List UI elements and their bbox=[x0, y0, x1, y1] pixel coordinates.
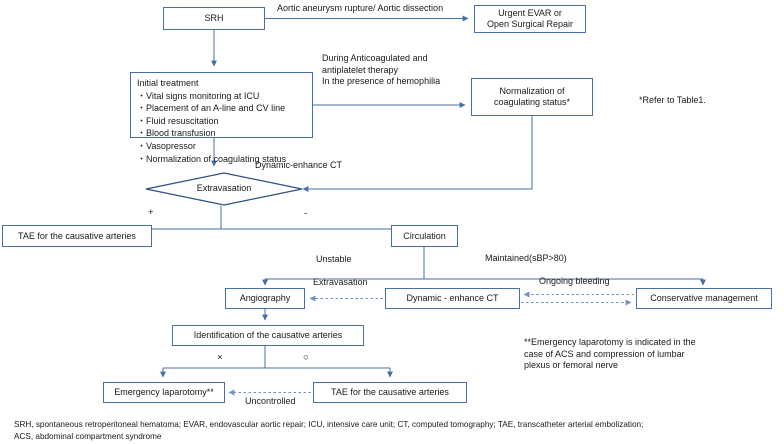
edge-label-aortic: Aortic aneurysm rupture/ Aortic dissecti… bbox=[277, 3, 444, 13]
node-urgent-evar[interactable]: Urgent EVAR or Open Surgical Repair bbox=[474, 5, 586, 33]
node-urgent-evar-label: Urgent EVAR or Open Surgical Repair bbox=[486, 8, 574, 29]
edge-label-unstable: Unstable bbox=[316, 254, 352, 264]
node-identification-label: Identification of the causative arteries bbox=[193, 330, 343, 340]
edge-label-cross: × bbox=[217, 352, 223, 363]
node-srh[interactable]: SRH bbox=[163, 7, 265, 30]
note-refer-table: *Refer to Table1. bbox=[639, 95, 706, 105]
edge-label-maintained: Maintained(sBP>80) bbox=[485, 253, 567, 263]
node-emergency-laparotomy-label: Emergency laparotomy** bbox=[114, 387, 214, 397]
note-emergency-laparotomy: **Emergency laparotomy is indicated in t… bbox=[524, 337, 696, 370]
node-tae-top[interactable]: TAE for the causative arteries bbox=[2, 225, 152, 247]
node-emergency-laparotomy[interactable]: Emergency laparotomy** bbox=[103, 382, 225, 403]
node-circulation[interactable]: Circulation bbox=[391, 225, 458, 247]
diamond-shape bbox=[145, 172, 303, 206]
node-identification[interactable]: Identification of the causative arteries bbox=[172, 325, 364, 346]
edge-label-dynamic-enhance-ct-top: Dynamic-enhance CT bbox=[255, 160, 343, 170]
node-normalization[interactable]: Normalization of coagulating status* bbox=[471, 78, 593, 116]
note-abbreviations: SRH, spontaneous retroperitoneal hematom… bbox=[14, 420, 644, 441]
node-extravasation-decision-label: Extravasation bbox=[196, 183, 252, 193]
edge-label-ongoing-bleeding: Ongoing bleeding bbox=[539, 276, 610, 286]
node-conservative-management[interactable]: Conservative management bbox=[636, 288, 772, 309]
node-angiography-label: Angiography bbox=[239, 293, 291, 303]
node-dynamic-enhance-ct[interactable]: Dynamic - enhance CT bbox=[385, 288, 520, 309]
node-normalization-label: Normalization of coagulating status* bbox=[493, 86, 571, 107]
node-dynamic-enhance-ct-label: Dynamic - enhance CT bbox=[406, 293, 499, 303]
edge-label-uncontrolled: Uncontrolled bbox=[245, 396, 296, 406]
edge-label-circle: ○ bbox=[303, 352, 309, 363]
node-tae-top-label: TAE for the causative arteries bbox=[18, 230, 136, 241]
node-angiography[interactable]: Angiography bbox=[225, 288, 305, 309]
edge-label-during-anticoagulated: During Anticoagulated and antiplatelet t… bbox=[322, 53, 441, 86]
node-tae-bottom-label: TAE for the causative arteries bbox=[331, 387, 449, 397]
edge-label-plus: + bbox=[148, 207, 154, 218]
edge-normalization-to-extravasation bbox=[302, 116, 533, 192]
node-initial-treatment[interactable]: Initial treatment ・Vital signs monitorin… bbox=[130, 72, 313, 164]
node-initial-treatment-label: Initial treatment ・Vital signs monitorin… bbox=[137, 78, 287, 164]
node-tae-bottom[interactable]: TAE for the causative arteries bbox=[313, 382, 467, 403]
node-circulation-label: Circulation bbox=[403, 230, 446, 241]
node-srh-label: SRH bbox=[204, 13, 224, 23]
node-conservative-management-label: Conservative management bbox=[650, 293, 758, 303]
node-extravasation-decision[interactable]: Extravasation bbox=[145, 172, 303, 206]
edge-label-extravasation-mid: Extravasation bbox=[313, 277, 368, 287]
edge-label-minus: - bbox=[304, 208, 308, 219]
